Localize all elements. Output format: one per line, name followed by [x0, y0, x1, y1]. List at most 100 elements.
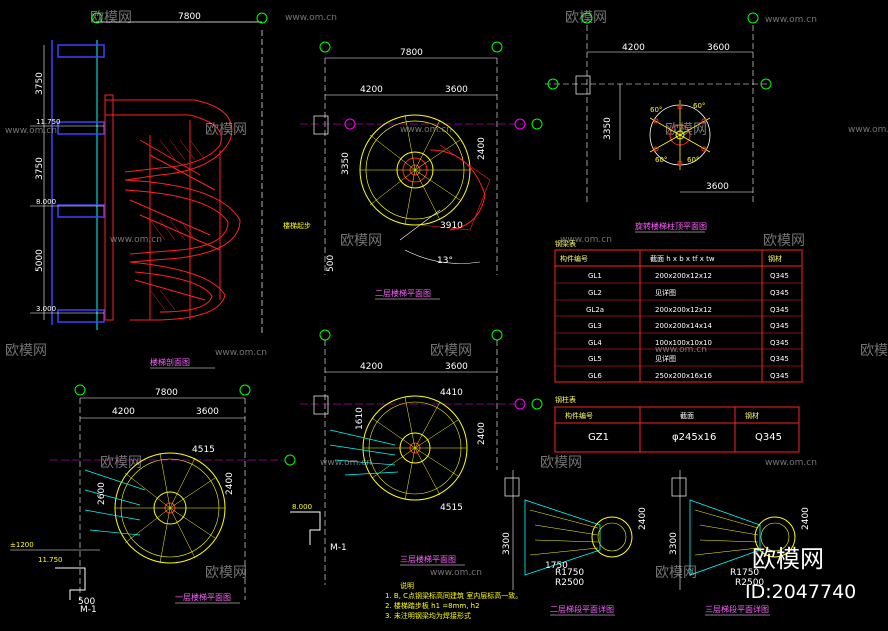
detail-b-r2500: R2500	[735, 578, 764, 588]
watermark-13: 欧模网	[655, 565, 697, 581]
detail-b-3300: 3300	[669, 532, 679, 555]
elevation-view: 7800 11.750 8.000 3.000 3750 3750 5000	[30, 12, 268, 369]
plan-tr-side-dim: 3350	[603, 117, 613, 140]
plan-lm-radius-2: 4515	[440, 503, 463, 513]
column-table: 钢柱表 构件编号 截面 钢材 GZ1 φ245x16 Q345	[554, 395, 800, 453]
watermark-url-5: www.om.cn	[848, 125, 888, 135]
plan-lm-dim-3600: 3600	[445, 362, 468, 372]
elevation-title: 楼梯剖面图	[150, 357, 190, 367]
plan-tr-dim-3600: 3600	[707, 43, 730, 53]
notes-line-2: 2. 楼梯踏步板 h1 =8mm, h2	[385, 601, 480, 610]
plan-upper-side-dim: 3350	[341, 152, 351, 175]
column-r1-c3: Q345	[755, 432, 782, 443]
beam-r7-c1: GL6	[588, 372, 602, 380]
level-8000: 8.000	[36, 198, 56, 206]
plan-ll-side-dim: 2600	[97, 482, 107, 505]
angle-2: 60°	[650, 106, 662, 114]
column-h-2: 截面	[680, 411, 694, 420]
detail-b-view: R1750 R2500 3300 2400 三层梯段平面详图	[669, 470, 811, 616]
watermark-10: 欧模网	[100, 455, 142, 471]
detail-a-title: 二层梯段平面详图	[550, 604, 614, 614]
detail-a-r2500: R2500	[555, 578, 584, 588]
plan-lower-left-view: 7800 4200 3600 4515 2600 2400 ±1200 11.7…	[10, 384, 296, 615]
plan-ll-dim-3600: 3600	[196, 407, 219, 417]
beam-r4-c2: 200x200x14x14	[655, 322, 713, 330]
beam-r6-c1: GL5	[588, 355, 602, 363]
watermark-url-1: www.om.cn	[285, 13, 337, 23]
watermark-5: 欧模网	[340, 233, 382, 249]
level-3000: 3.000	[36, 305, 56, 313]
plan-ll-top-dim: 7800	[155, 388, 178, 398]
plan-lm-title: 三层楼梯平面图	[400, 554, 456, 564]
watermark-9: 欧模网	[860, 343, 888, 359]
plan-tr-dim-4200: 4200	[622, 43, 645, 53]
column-r1-c1: GZ1	[588, 432, 609, 443]
watermark-2: 欧模网	[565, 10, 607, 26]
watermark-6: 欧模网	[763, 233, 805, 249]
plan-upper-label: 楼梯起步	[283, 221, 311, 230]
plan-lm-level: 8.000	[292, 503, 312, 511]
watermark-url-12: www.om.cn	[430, 568, 482, 578]
detail-a-view: R1750 R2500 3300 2400 1750 二层梯段平面详图	[502, 470, 648, 616]
plan-top-right-view: 4200 3600 3350 60° 60° 60° 60° 3600 旋转楼梯…	[545, 12, 772, 233]
watermark-7: 欧模网	[5, 343, 47, 359]
beam-r6-c3: Q345	[770, 355, 789, 363]
watermark-url-3: www.om.cn	[5, 126, 57, 136]
watermark-url-10: www.om.cn	[320, 458, 372, 468]
height-2: 3750	[35, 157, 45, 180]
plan-upper-radius: 3910	[440, 221, 463, 231]
plan-upper-dim-4200: 4200	[360, 85, 383, 95]
beam-h-2: 截面 h x b x tf x tw	[650, 254, 715, 263]
id-label: ID:2047740	[745, 581, 856, 603]
watermark-url-11: www.om.cn	[765, 458, 817, 468]
angle-4: 60°	[687, 156, 699, 164]
beam-h-1: 构件编号	[560, 254, 588, 263]
height-3: 5000	[35, 249, 45, 272]
beam-r3-c2: 200x200x12x12	[655, 306, 712, 314]
plan-lm-side-1: 1610	[355, 407, 365, 430]
detail-a-1750: 1750	[545, 561, 568, 571]
angle-1: 60°	[693, 102, 705, 110]
plan-upper-title: 二层楼梯平面图	[375, 288, 431, 298]
beam-r2-c3: Q345	[770, 289, 789, 297]
column-h-3: 钢材	[745, 411, 759, 420]
angle-3: 60°	[655, 156, 667, 164]
watermark-12: 欧模网	[205, 565, 247, 581]
plan-ll-dim-4200: 4200	[112, 407, 135, 417]
watermark-url-8: www.om.cn	[215, 348, 267, 358]
notes-line-3: 3. 未注明钢梁均为焊接形式	[385, 611, 471, 620]
plan-upper-view: 7800 4200 3600 3350 2400 3910 13° 500 楼梯…	[283, 41, 543, 300]
beam-r7-c2: 250x200x16x16	[655, 372, 713, 380]
beam-table-title: 钢梁表	[555, 239, 576, 248]
plan-ll-radius: 4515	[192, 445, 215, 455]
plan-upper-side-dim-2: 2400	[477, 137, 487, 160]
beam-r2-c2: 见详图	[655, 288, 676, 297]
detail-a-3300: 3300	[502, 532, 512, 555]
detail-a-2400: 2400	[638, 507, 648, 530]
watermark-11: 欧模网	[540, 455, 582, 471]
plan-upper-angle: 13°	[437, 256, 453, 266]
plan-ll-side-dim-2: 2400	[225, 472, 235, 495]
watermark-url-7: www.om.cn	[560, 235, 612, 245]
beam-r2-c1: GL2	[588, 289, 602, 297]
beam-h-3: 钢材	[768, 254, 782, 263]
elevation-top-dim: 7800	[178, 12, 201, 22]
beam-r1-c3: Q345	[770, 272, 789, 280]
brand-block: 欧模网 ID:2047740	[745, 545, 856, 603]
column-table-title: 钢柱表	[555, 395, 576, 404]
plan-tr-title: 旋转楼梯柱顶平面图	[635, 221, 707, 231]
level-11750: 11.750	[36, 118, 61, 126]
plan-ll-title: 一层楼梯平面图	[175, 592, 231, 602]
watermark-url-4: www.om.cn	[400, 125, 452, 135]
watermark-1: 欧模网	[90, 10, 132, 26]
height-1: 3750	[35, 72, 45, 95]
column-h-1: 构件编号	[565, 411, 593, 420]
watermark-4: 欧模网	[665, 122, 707, 138]
beam-r3-c3: Q345	[770, 306, 789, 314]
plan-lm-section: M-1	[330, 543, 347, 553]
beam-r1-c2: 200x200x12x12	[655, 272, 712, 280]
notes-line-1: 1. B, C点钢梁标高同建筑 室内层标高一致。	[385, 591, 522, 600]
watermark-8: 欧模网	[430, 343, 472, 359]
watermark-3: 欧模网	[205, 122, 247, 138]
